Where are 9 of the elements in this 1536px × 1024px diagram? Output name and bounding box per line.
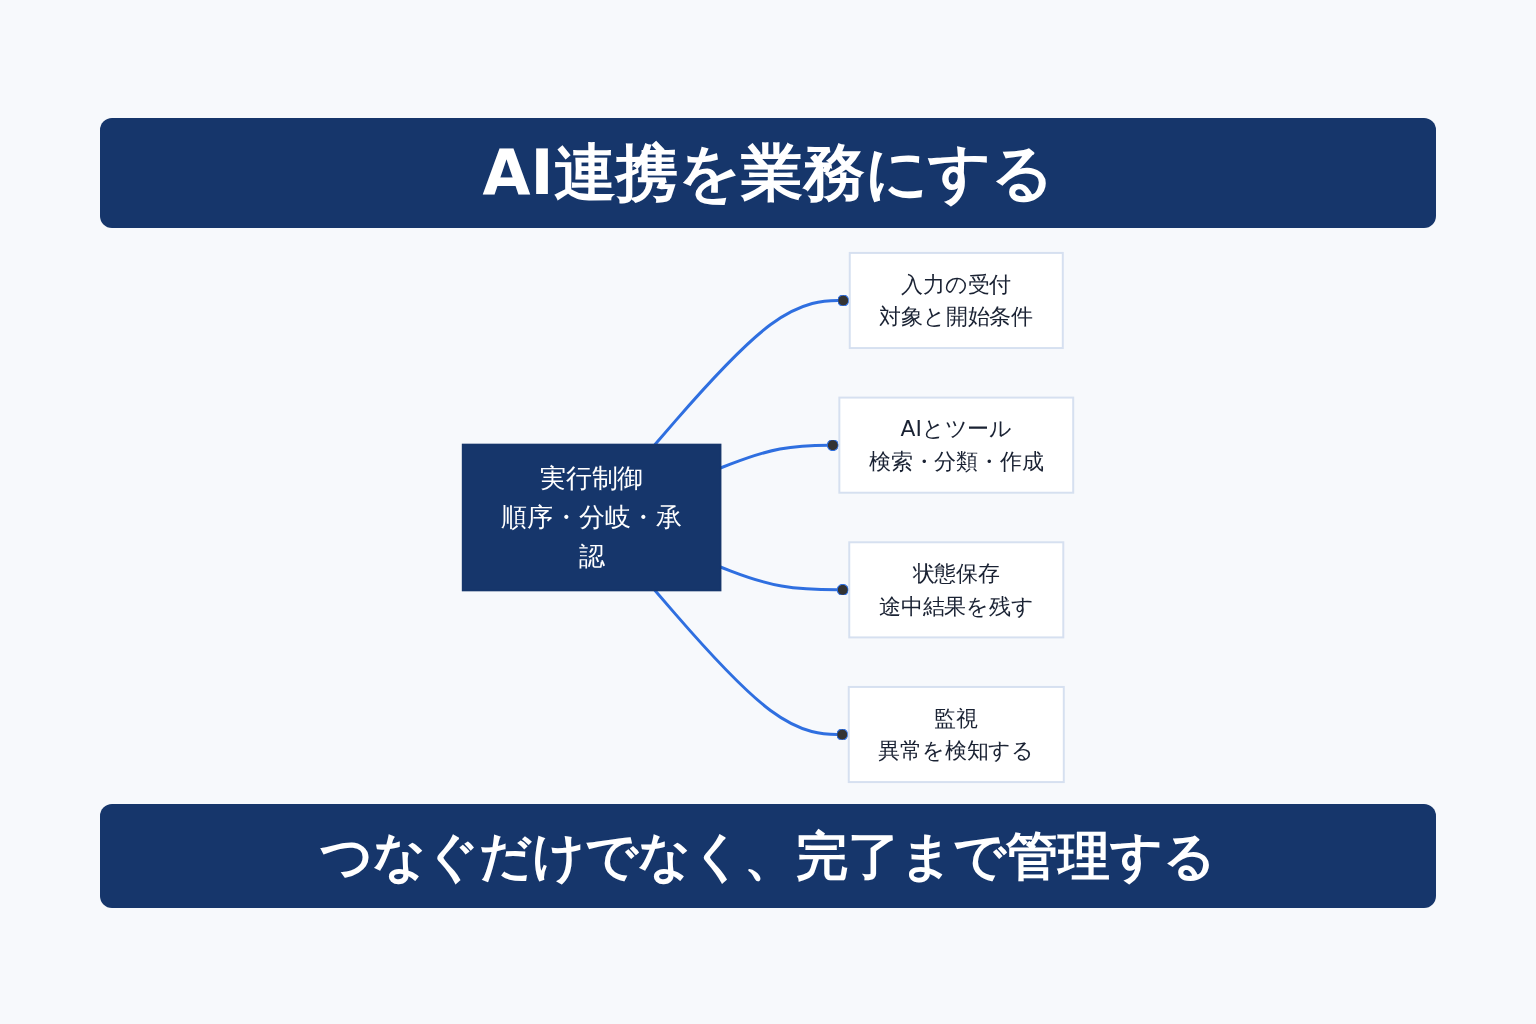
- node-box: 状態保存 途中結果を残す: [848, 541, 1065, 639]
- connector: [653, 589, 849, 741]
- node-box: 監視 異常を検知する: [847, 685, 1065, 784]
- title-banner: AI連携を業務にする: [100, 118, 1436, 228]
- connector: [653, 294, 850, 446]
- caption-banner: つなぐだけでなく、完了まで管理する: [100, 804, 1436, 908]
- node-box: 実行制御 順序・分岐・承認: [461, 443, 722, 592]
- node-box: 入力の受付 対象と開始条件: [848, 251, 1064, 350]
- node-box: AIとツール 検索・分類・作成: [838, 396, 1075, 494]
